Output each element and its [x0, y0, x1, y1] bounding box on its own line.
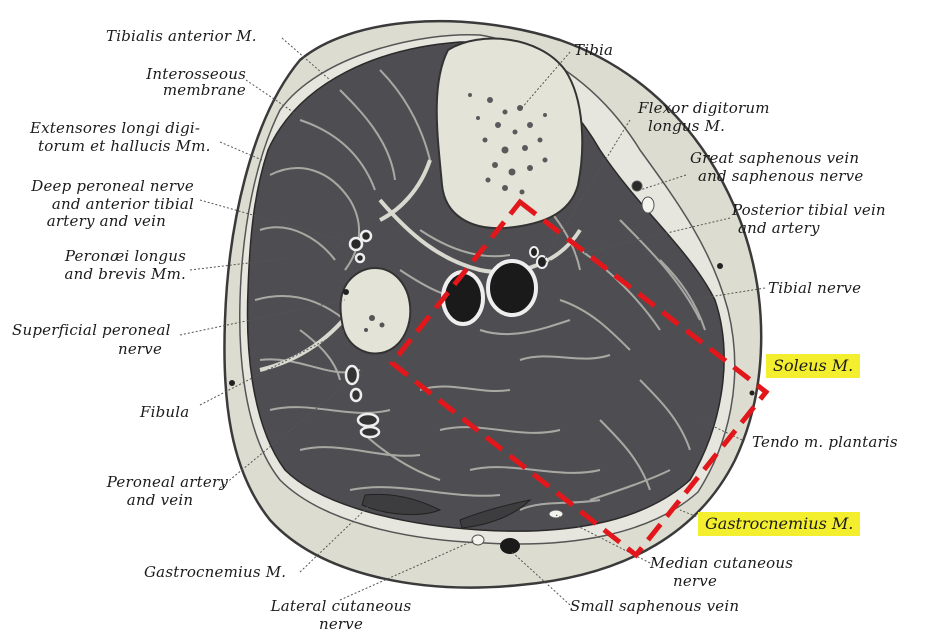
fibula-marrow [364, 315, 385, 332]
label-gastrocnemius-right-highlighted: Gastrocnemius M. [698, 512, 861, 536]
label-deep-peroneal-line2: and anterior tibial [51, 195, 194, 213]
label-superficial-peroneal-line1: Superficial peroneal [12, 321, 171, 339]
label-flexor-line2: longus M. [648, 117, 726, 135]
fibula-bone [339, 266, 412, 355]
label-median-cutaneous-line2: nerve [672, 572, 718, 590]
label-peronaei-line2: and brevis Mm. [64, 265, 186, 283]
label-lateral-cutaneous-line1: Lateral cutaneous [270, 597, 412, 615]
label-tibial-nerve: Tibial nerve [768, 279, 862, 297]
label-tibia: Tibia [574, 41, 614, 59]
label-median-cutaneous-line1: Median cutaneous [650, 554, 794, 572]
label-lateral-cutaneous-line2: nerve [318, 615, 364, 633]
label-deep-peroneal-line1: Deep peroneal nerve [31, 177, 194, 195]
label-interosseous-line2: membrane [162, 81, 246, 99]
gastrocnemius-strip-medial [459, 499, 532, 529]
label-extensores-line1: Extensores longi digi- [30, 119, 201, 137]
label-tibialis-anterior: Tibialis anterior M. [106, 27, 257, 45]
tibia-marrow [468, 93, 548, 195]
label-great-saphenous-line1: Great saphenous vein [690, 149, 860, 167]
small-saphenous-vein [471, 509, 564, 554]
label-deep-peroneal-line3: artery and vein [46, 212, 166, 230]
label-posterior-tibial-line1: Posterior tibial vein [732, 201, 886, 219]
label-tendo-plantaris: Tendo m. plantaris [752, 433, 898, 451]
peroneal-vessels [344, 364, 381, 439]
anterior-tibial-vessels [348, 229, 373, 264]
gastrocnemius-strip [361, 493, 442, 516]
tibia-bone [435, 37, 584, 230]
muscle-texture [254, 69, 706, 511]
soleus-highlight-box [388, 198, 770, 559]
label-posterior-tibial-line2: and artery [738, 219, 820, 237]
label-great-saphenous-line2: and saphenous nerve [698, 167, 864, 185]
label-peroneal-artery-line2: and vein [126, 491, 194, 509]
label-interosseous-line1: Interosseous [146, 65, 246, 83]
label-superficial-peroneal-line2: nerve [117, 340, 163, 358]
label-flexor-line1: Flexor digitorum [638, 99, 770, 117]
label-gastrocnemius-left: Gastrocnemius M. [144, 563, 287, 581]
label-soleus-highlighted: Soleus M. [766, 354, 861, 378]
label-peroneal-artery-line1: Peroneal artery [106, 473, 228, 491]
great-saphenous-vein [631, 180, 655, 214]
label-fibula: Fibula [140, 403, 190, 421]
label-peronaei-line1: Peronæi longus [64, 247, 186, 265]
label-extensores-line2: torum et hallucis Mm. [38, 137, 211, 155]
posterior-tibial-vessels [441, 246, 548, 326]
skin-dots [229, 263, 755, 396]
label-small-saphenous: Small saphenous vein [570, 597, 740, 615]
